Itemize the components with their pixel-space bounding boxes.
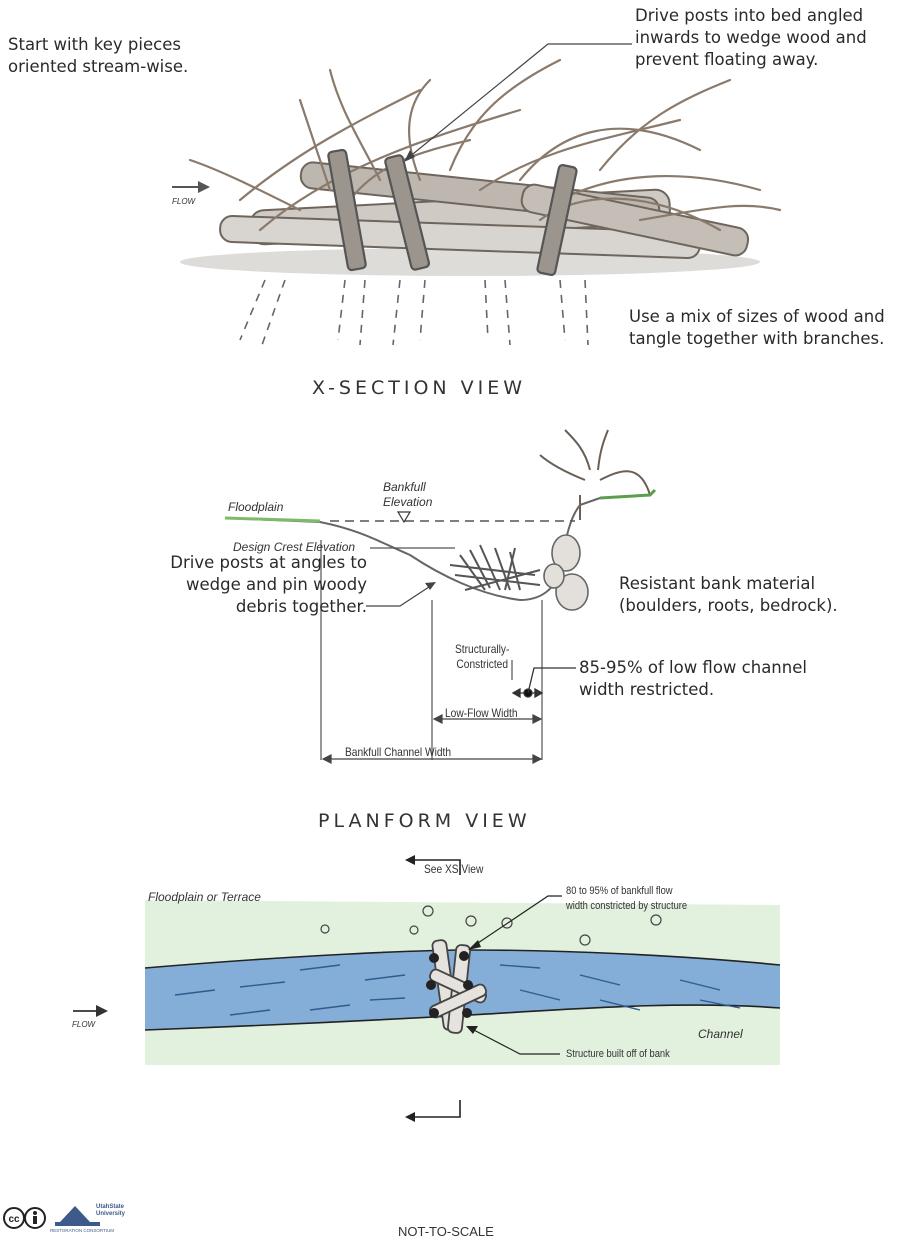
svg-text:cc: cc <box>8 1214 20 1225</box>
flow-arrow-plan <box>73 1005 108 1017</box>
label-see-xs-view: See XS View <box>424 862 483 877</box>
label-channel: Channel <box>698 1027 743 1042</box>
logo-university-text: UtahState University <box>96 1204 125 1218</box>
flow-label-plan: FLOW <box>72 1017 95 1032</box>
label-flow-constricted: 80 to 95% of bankfull flow width constri… <box>566 884 687 914</box>
label-structure-off-bank: Structure built off of bank <box>566 1047 670 1062</box>
not-to-scale-label: NOT-TO-SCALE <box>398 1224 494 1239</box>
logo-consortium-text: RESTORATION CONSORTIUM <box>50 1228 114 1233</box>
cc-by-logo: cc <box>3 1207 47 1233</box>
label-floodplain-terrace: Floodplain or Terrace <box>148 890 261 905</box>
usu-restoration-logo: UtahState University RESTORATION CONSORT… <box>50 1200 170 1236</box>
